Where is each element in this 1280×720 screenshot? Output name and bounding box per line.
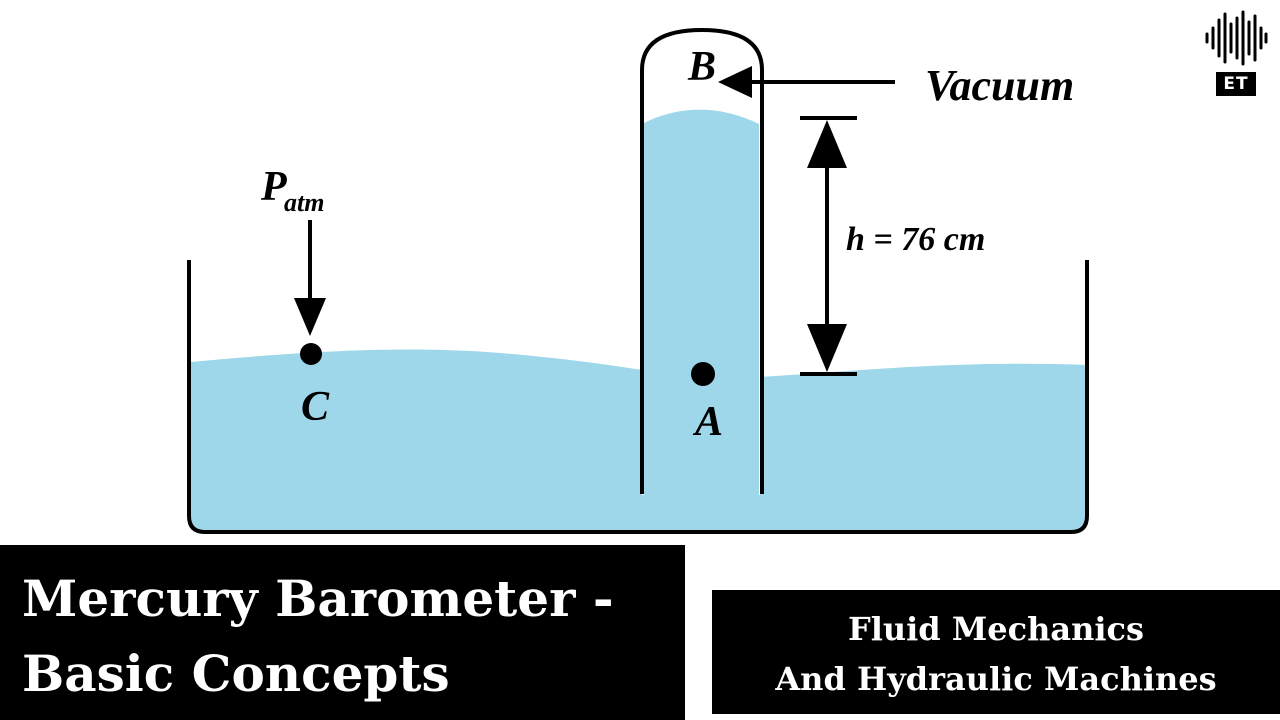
- vacuum-arrowhead: [718, 66, 752, 98]
- height-arrow-down: [807, 324, 847, 372]
- label-point-a: A: [692, 399, 723, 445]
- sound-wave-icon: [1205, 10, 1268, 66]
- label-vacuum: Vacuum: [925, 61, 1074, 110]
- channel-logo: ET: [1203, 10, 1269, 96]
- basin-fluid: [190, 349, 1087, 530]
- label-p: P: [260, 164, 287, 210]
- label-height: h = 76 cm: [846, 221, 985, 258]
- point-a-dot: [691, 362, 715, 386]
- title-banner: Mercury Barometer - Basic Concepts: [0, 545, 685, 720]
- height-arrow-up: [807, 120, 847, 168]
- label-point-c: C: [301, 384, 330, 430]
- subject-title: Fluid Mechanics And Hydraulic Machines: [712, 590, 1280, 704]
- title-line-2: Basic Concepts: [22, 644, 450, 703]
- patm-arrowhead: [294, 298, 326, 336]
- video-title: Mercury Barometer - Basic Concepts: [22, 561, 614, 711]
- tube-fluid: [644, 109, 759, 495]
- label-point-b: B: [687, 44, 716, 90]
- subject-banner: Fluid Mechanics And Hydraulic Machines: [712, 590, 1280, 714]
- title-line-1: Mercury Barometer -: [22, 569, 614, 628]
- barometer-tube: [640, 27, 764, 494]
- point-c-dot: [300, 343, 322, 365]
- subject-line-1: Fluid Mechanics: [848, 610, 1144, 648]
- basin-walls: [187, 260, 1089, 534]
- subject-line-2: And Hydraulic Machines: [775, 660, 1217, 698]
- logo-text: ET: [1216, 72, 1256, 96]
- label-atm: atm: [284, 188, 324, 217]
